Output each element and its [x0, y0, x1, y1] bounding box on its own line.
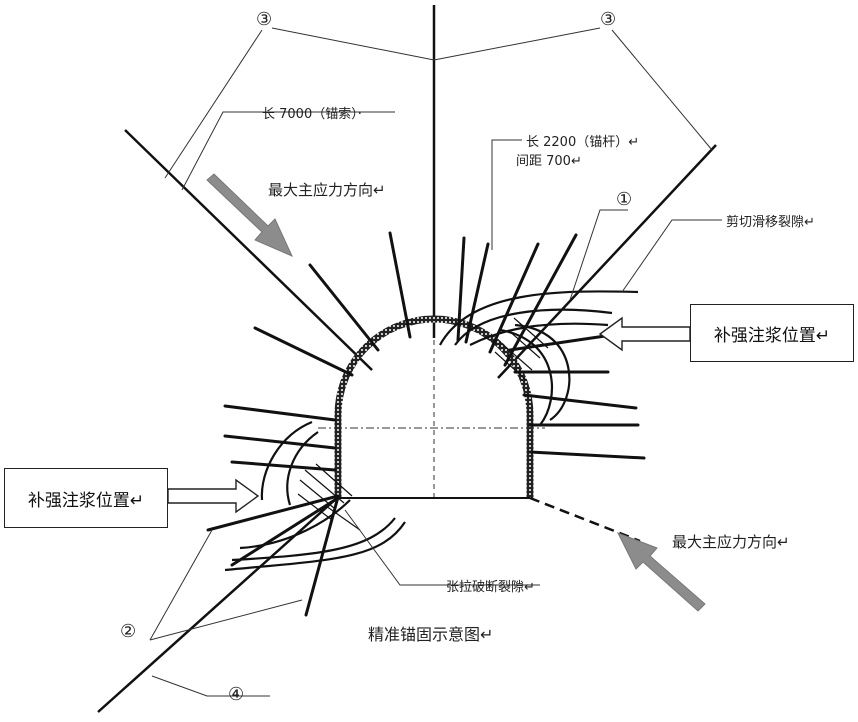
callout-2-leader-a — [150, 530, 212, 640]
grout-arrow-left — [168, 480, 258, 512]
tunnel-lining — [338, 319, 530, 498]
stress-dashed-line — [530, 498, 640, 541]
grout-label-left-box: 补强注浆位置↵ — [4, 468, 168, 528]
callout-1: ① — [616, 189, 632, 210]
max-stress-bottom-label: 最大主应力方向↵ — [672, 533, 790, 551]
cable-left — [125, 130, 372, 370]
cable-lower-left — [98, 497, 338, 712]
grout-label-right-box: 补强注浆位置↵ — [690, 304, 854, 362]
callout-3-right: ③ — [600, 9, 616, 30]
callout-3-left: ③ — [256, 9, 272, 30]
callout-3-left-leader — [165, 30, 262, 178]
grout-arrow-right — [600, 318, 690, 350]
cable-label: 长 7000（锚索）· — [262, 107, 362, 122]
callout-3-center-leader-right — [434, 28, 600, 60]
tension-crack-label: 张拉破断裂隙↵ — [446, 580, 535, 595]
bolt-length-label: 长 2200（锚杆）↵ — [526, 135, 639, 150]
diagram-caption: 精准锚固示意图↵ — [368, 625, 493, 644]
callout-2-leader-b — [150, 600, 302, 640]
grout-label-left: 补强注浆位置↵ — [28, 486, 144, 511]
callout-4: ④ — [228, 684, 244, 705]
callout-3-right-leader — [612, 30, 712, 150]
callout-3-center-leader-left — [272, 28, 434, 60]
bolt-spacing-label: 间距 700↵ — [516, 154, 582, 169]
callout-4-leader — [152, 676, 270, 696]
shear-crack-label: 剪切滑移裂隙↵ — [726, 214, 815, 230]
callout-1-leader — [570, 210, 628, 300]
grout-label-right: 补强注浆位置↵ — [714, 321, 830, 346]
max-stress-top-label: 最大主应力方向↵ — [268, 181, 386, 199]
callout-2: ② — [120, 621, 136, 642]
